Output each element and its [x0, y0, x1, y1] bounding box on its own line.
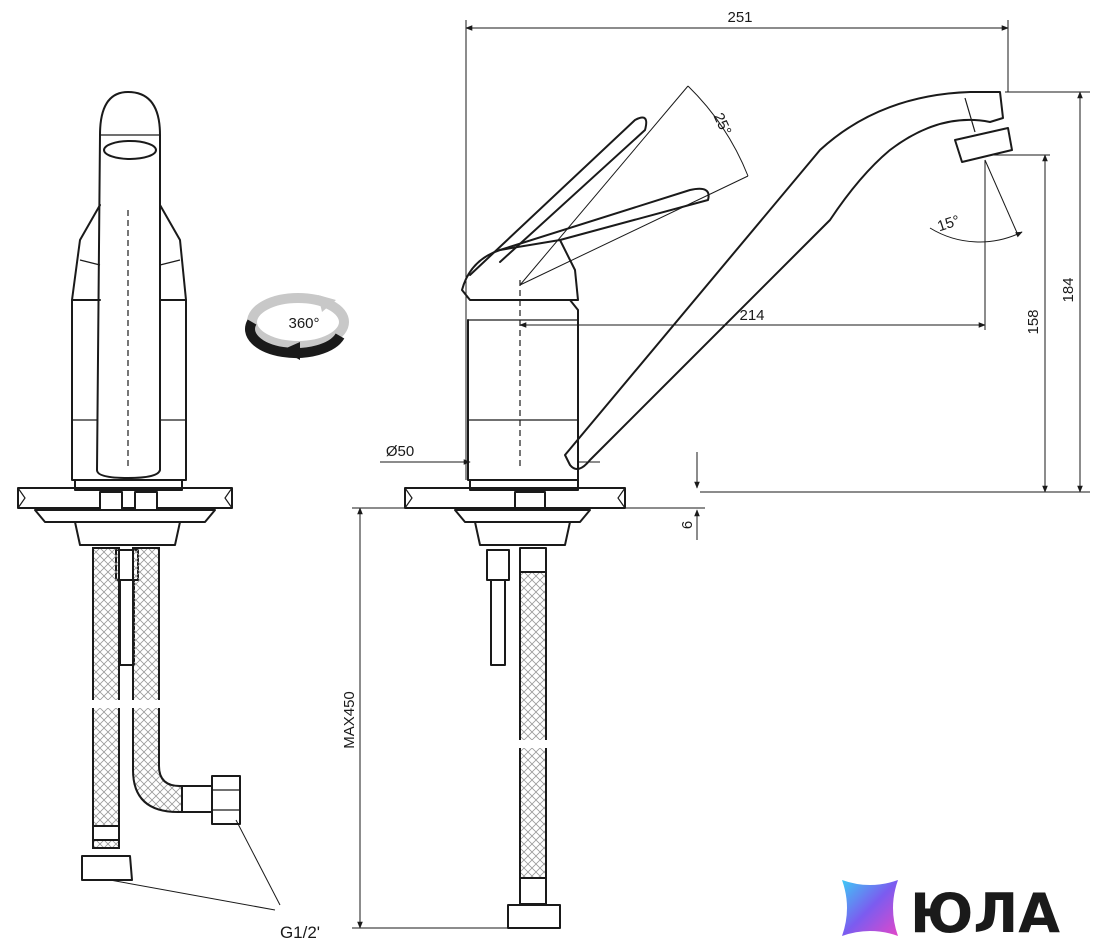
yula-logo: ЮЛА: [842, 880, 1060, 945]
rotation-symbol: [245, 293, 349, 360]
total-height-label: 184: [1060, 277, 1077, 302]
base-diameter-label: Ø50: [386, 443, 414, 460]
rotation-label: 360°: [288, 315, 319, 332]
plate-thickness-label: 6: [679, 521, 696, 529]
side-view: [404, 85, 1013, 929]
reach-label: 214: [739, 307, 764, 324]
front-view: [17, 91, 281, 911]
hose-length-label: MAX450: [341, 691, 358, 749]
outlet-height-label: 158: [1025, 309, 1042, 334]
total-length-label: 251: [727, 9, 752, 26]
connection-thread-label: G1/2': [280, 923, 320, 942]
spout-angle-label: 15°: [935, 212, 962, 235]
dimension-lines: [352, 20, 1090, 929]
logo-text: ЮЛА: [910, 882, 1060, 945]
logo-mark-icon: [842, 880, 898, 936]
